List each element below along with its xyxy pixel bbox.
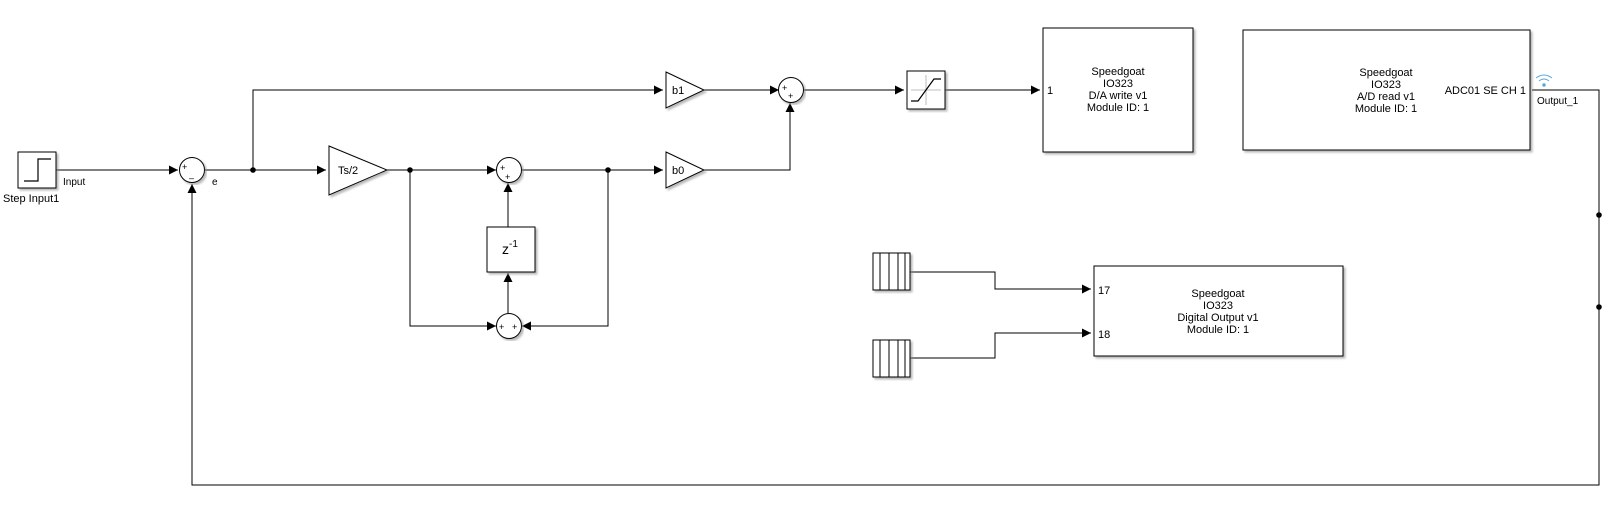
- ad-read-port-out: ADC01 SE CH 1: [1445, 85, 1526, 97]
- sum-error-sign-1: +: [182, 162, 187, 172]
- gain-ts2-label: Ts/2: [338, 165, 358, 177]
- sum-error-sign-2: –: [189, 173, 194, 183]
- digital-output-port-17: 17: [1098, 285, 1110, 297]
- sum-output-block[interactable]: + +: [778, 77, 804, 103]
- signal-label-input: Input: [63, 177, 85, 188]
- constant-2-icon: [879, 340, 906, 377]
- unit-delay-label: z-1: [502, 239, 518, 257]
- digital-output-port-18: 18: [1098, 329, 1110, 341]
- line-b0-out[interactable]: [701, 103, 795, 171]
- signal-logging-icon[interactable]: [1535, 74, 1553, 87]
- sum-integrator-sign-2: +: [505, 172, 510, 182]
- sum-feedback-sign-1: +: [499, 322, 504, 332]
- signal-label-error: e: [212, 177, 218, 188]
- sum-output-sign-1: +: [782, 83, 787, 93]
- line-feedback[interactable]: [187, 89, 1600, 486]
- gain-b1-block[interactable]: b1: [665, 71, 706, 109]
- line-integrator-feedback[interactable]: [522, 170, 609, 331]
- sum-feedback-block[interactable]: + +: [496, 313, 522, 339]
- digital-output-line-4: Module ID: 1: [1187, 324, 1249, 336]
- line-to-port-18[interactable]: [910, 328, 1091, 359]
- signal-label-output: Output_1: [1537, 96, 1579, 107]
- gain-b0-label: b0: [672, 165, 684, 177]
- da-write-block[interactable]: Speedgoat IO323 D/A write v1 Module ID: …: [1042, 27, 1194, 153]
- sum-output-sign-2: +: [788, 91, 793, 101]
- sum-integrator-sign-1: +: [500, 163, 505, 173]
- digital-output-line-2: IO323: [1203, 300, 1233, 312]
- ad-read-line-2: IO323: [1371, 79, 1401, 91]
- da-write-line-3: D/A write v1: [1089, 90, 1148, 102]
- sum-error-block[interactable]: + –: [179, 157, 205, 184]
- gain-b1-label: b1: [672, 85, 684, 97]
- junction-dots: [250, 167, 1602, 310]
- ad-read-block[interactable]: Speedgoat IO323 A/D read v1 Module ID: 1…: [1242, 29, 1531, 151]
- line-to-port-17[interactable]: [910, 271, 1091, 294]
- constant-block-2[interactable]: [872, 339, 911, 378]
- saturation-block[interactable]: [906, 70, 946, 110]
- ad-read-line-3: A/D read v1: [1357, 91, 1415, 103]
- sum-feedback-sign-2: +: [512, 322, 517, 332]
- step-icon: [24, 158, 51, 182]
- line-to-b1[interactable]: [252, 85, 663, 170]
- step-block[interactable]: [17, 151, 57, 189]
- saturation-icon: [911, 75, 941, 105]
- gain-ts2-block[interactable]: Ts/2: [328, 145, 389, 196]
- gain-b0-block[interactable]: b0: [665, 151, 706, 189]
- ad-read-line-4: Module ID: 1: [1355, 103, 1417, 115]
- ad-read-line-1: Speedgoat: [1359, 67, 1412, 79]
- unit-delay-block[interactable]: z-1: [486, 226, 536, 273]
- da-write-port-1: 1: [1047, 85, 1053, 97]
- signal-lines: [56, 85, 1600, 486]
- digital-output-line-3: Digital Output v1: [1177, 312, 1258, 324]
- line-to-feedback-sum[interactable]: [409, 170, 496, 331]
- digital-output-line-1: Speedgoat: [1191, 288, 1244, 300]
- da-write-line-4: Module ID: 1: [1087, 102, 1149, 114]
- digital-output-block[interactable]: Speedgoat IO323 Digital Output v1 Module…: [1093, 265, 1344, 357]
- da-write-line-1: Speedgoat: [1091, 66, 1144, 78]
- constant-1-icon: [879, 253, 906, 290]
- sum-integrator-block[interactable]: + +: [496, 157, 522, 183]
- step-block-name: Step Input1: [3, 193, 59, 205]
- da-write-line-2: IO323: [1103, 78, 1133, 90]
- constant-block-1[interactable]: [872, 252, 911, 291]
